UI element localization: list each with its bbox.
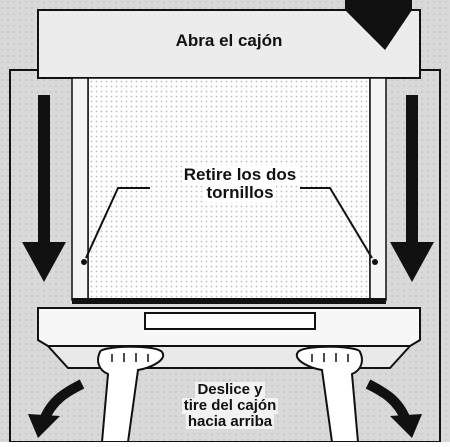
slide-line-1: Deslice y xyxy=(195,381,265,398)
arrow-down-icon xyxy=(22,95,66,282)
slide-line-3: hacia arriba xyxy=(185,412,275,430)
remove-screws-label: Retire los dos tornillos xyxy=(150,166,330,202)
pointer-line-left xyxy=(85,187,150,259)
slide-line-2: tire del cajón xyxy=(181,396,279,414)
hand-icon xyxy=(295,345,363,443)
arrow-down-icon xyxy=(345,0,412,50)
open-drawer-label: Abra el cajón xyxy=(175,31,283,50)
remove-screws-line-2: tornillos xyxy=(204,182,276,202)
arrow-curved-icon xyxy=(365,379,422,438)
right-rail xyxy=(369,77,387,301)
hand-icon xyxy=(97,345,165,443)
left-rail xyxy=(71,77,89,301)
arrow-curved-icon xyxy=(28,379,85,438)
slide-drawer-label: Deslice y tire del cajón hacia arriba xyxy=(150,381,310,430)
pointer-line-right xyxy=(300,187,373,259)
remove-screws-line-1: Retire los dos xyxy=(181,165,299,184)
screw-icon xyxy=(81,259,87,265)
arrow-down-icon xyxy=(390,95,434,282)
drawer-handle xyxy=(144,312,316,330)
screw-icon xyxy=(372,259,378,265)
drawer-base xyxy=(72,298,386,304)
